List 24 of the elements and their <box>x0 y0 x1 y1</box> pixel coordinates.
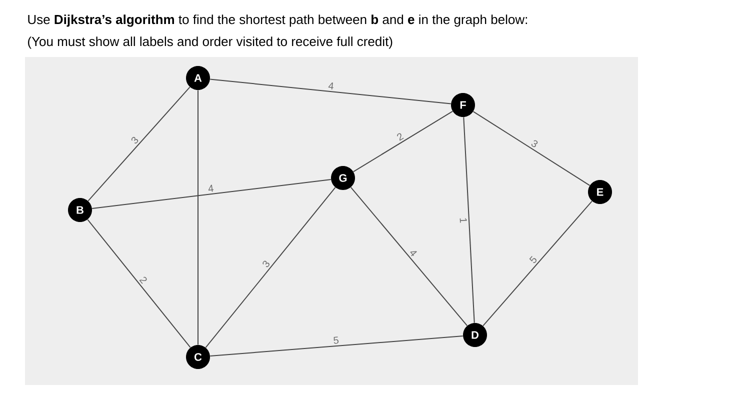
edge-line <box>472 111 590 186</box>
weight-label: 2 <box>397 133 404 141</box>
edge-line <box>463 116 475 324</box>
edge-line <box>482 200 592 326</box>
weight-label: 5 <box>529 256 536 264</box>
weight-label: 5 <box>334 336 339 344</box>
weight-label: 4 <box>208 184 214 192</box>
weight-label: 4 <box>328 82 334 90</box>
edge-line <box>210 78 452 104</box>
edge-line <box>87 219 191 348</box>
weight-label: 2 <box>139 276 147 284</box>
instruction-text: (You must show all labels and order visited to receive full credit) <box>28 36 392 49</box>
weight-label: 1 <box>460 218 467 223</box>
edge-line <box>92 178 332 210</box>
edge-line <box>210 335 464 357</box>
weight-label: 4 <box>410 251 417 256</box>
weight-label: 3 <box>531 140 538 148</box>
edge-line <box>352 110 454 172</box>
edge-line <box>88 86 190 202</box>
weight-label: 3 <box>262 260 270 268</box>
weight-label: 3 <box>131 136 138 144</box>
edge-line <box>350 186 468 326</box>
instruction-text: Use Dijkstra’s algorithm to find the shortest path between b and e in the graph below: <box>28 14 527 27</box>
edge-line <box>205 186 336 348</box>
